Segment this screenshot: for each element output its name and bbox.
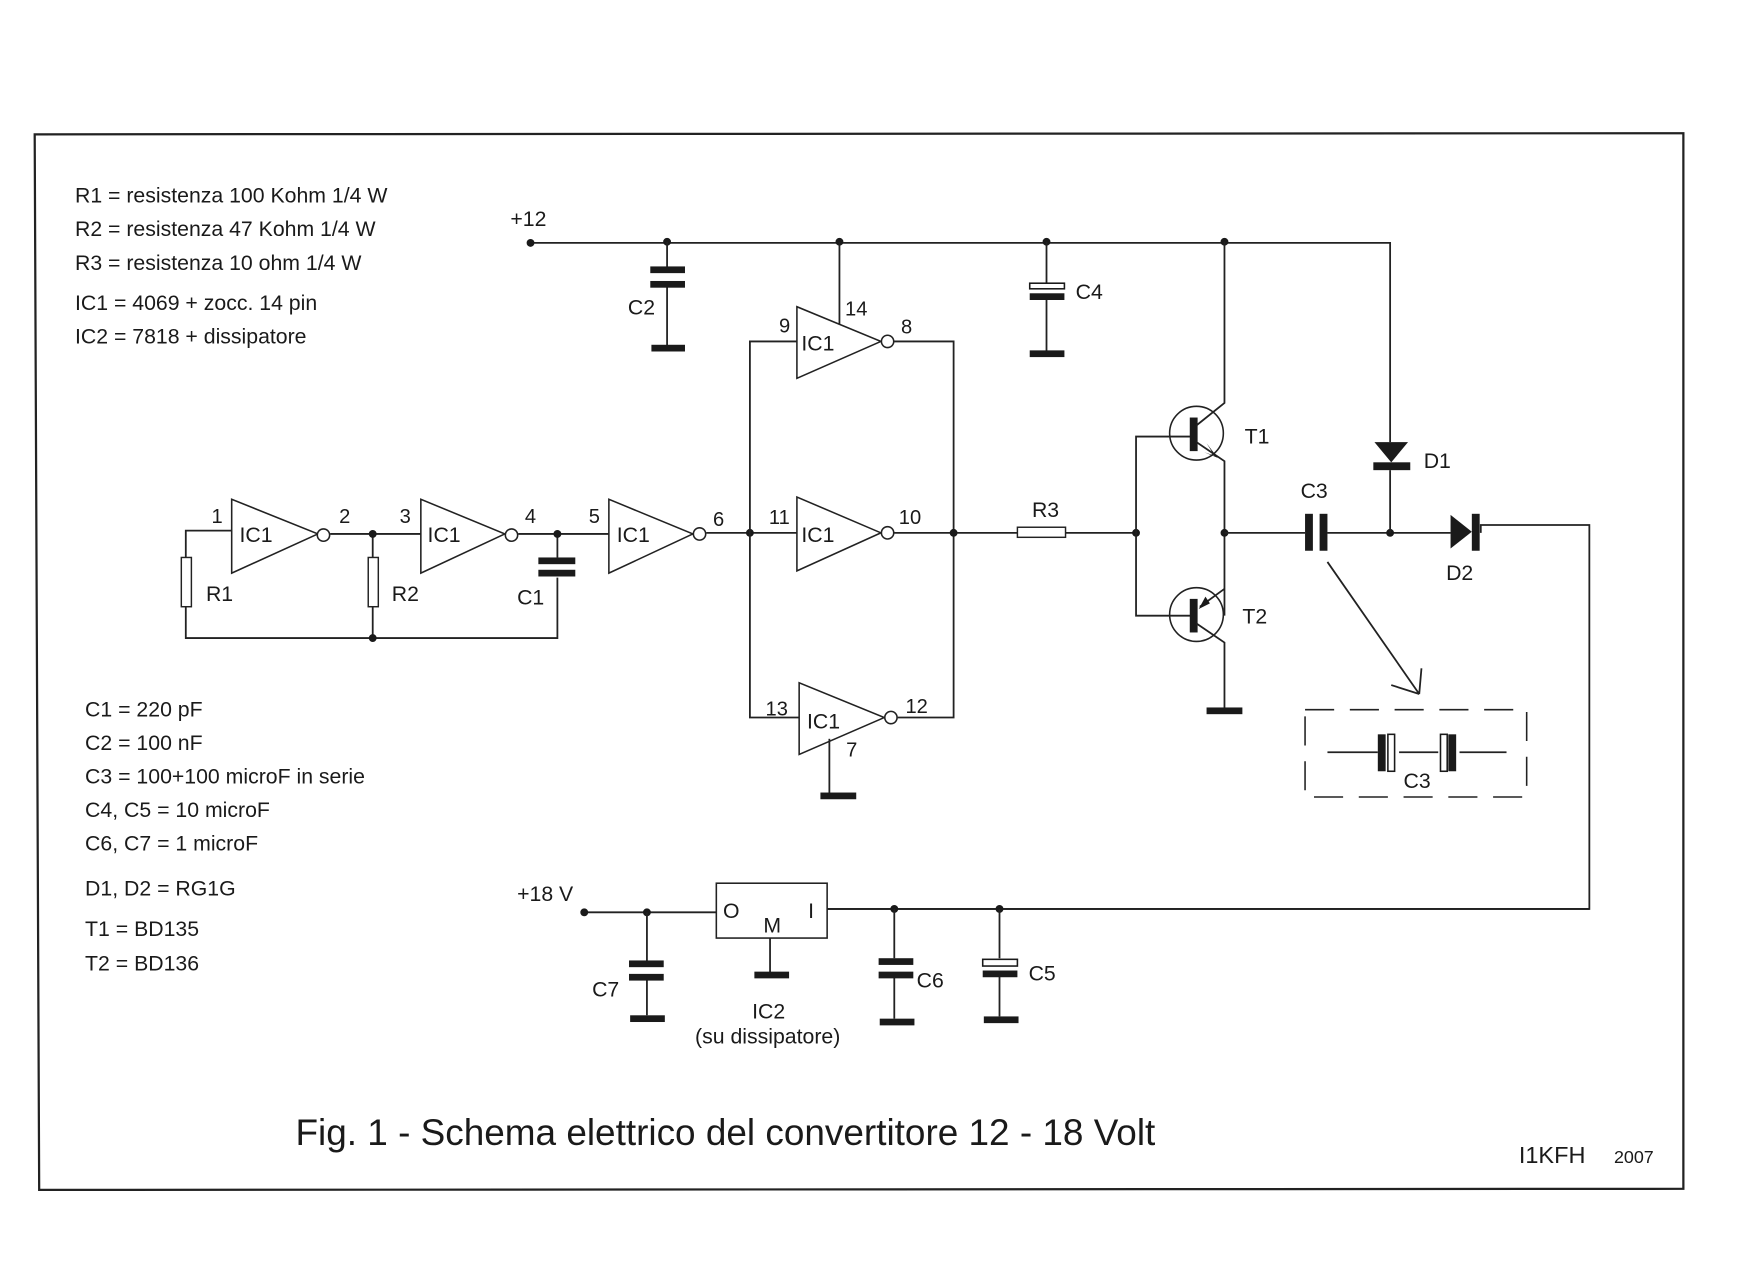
svg-text:C1: C1 xyxy=(517,585,544,609)
bom-list-bottom: C1 = 220 pF C2 = 100 nF C3 = 100+100 mic… xyxy=(85,697,365,975)
svg-text:8: 8 xyxy=(901,317,912,339)
capacitor-c5: C5 xyxy=(981,908,1056,1024)
svg-text:6: 6 xyxy=(713,509,724,531)
inverter-gate-1: IC1 1 2 xyxy=(212,498,350,575)
bom-item: R2 = resistenza 47 Kohm 1/4 W xyxy=(75,217,376,241)
bom-item: IC1 = 4069 + zocc. 14 pin xyxy=(75,291,317,315)
inverter-gate-3: IC1 5 6 xyxy=(589,498,724,575)
capacitor-c7: C7 xyxy=(592,912,665,1023)
svg-text:D2: D2 xyxy=(1446,561,1473,585)
svg-text:C3: C3 xyxy=(1404,769,1431,793)
svg-text:O: O xyxy=(723,899,740,923)
author-signature: I1KFH xyxy=(1519,1142,1586,1168)
svg-text:IC2: IC2 xyxy=(752,1000,785,1024)
bom-item: C6, C7 = 1 microF xyxy=(85,832,258,856)
svg-text:3: 3 xyxy=(400,506,411,528)
bom-item: IC2 = 7818 + dissipatore xyxy=(75,325,307,349)
oscillator-wiring xyxy=(184,528,797,642)
svg-text:M: M xyxy=(763,913,781,937)
svg-text:T1: T1 xyxy=(1245,424,1270,448)
transistor-t2: T2 xyxy=(1135,532,1267,715)
svg-text:IC1: IC1 xyxy=(801,331,834,355)
svg-text:IC1: IC1 xyxy=(617,523,650,547)
bom-item: C1 = 220 pF xyxy=(85,697,203,721)
resistor-r2: R2 xyxy=(367,556,419,608)
svg-text:IC1: IC1 xyxy=(801,523,834,547)
svg-text:R2: R2 xyxy=(392,582,419,606)
inverter-gate-5: IC1 11 10 xyxy=(769,495,921,573)
svg-text:13: 13 xyxy=(766,698,788,720)
regulator-ic2: O M I IC2 (su dissipatore) xyxy=(695,882,840,1048)
capacitor-c3: C3 xyxy=(1301,479,1328,551)
bom-item: C3 = 100+100 microF in serie xyxy=(85,765,365,789)
bom-item: D1, D2 = RG1G xyxy=(85,877,236,901)
svg-text:C7: C7 xyxy=(592,977,619,1001)
inverter-gate-6: IC1 13 12 7 xyxy=(766,681,928,800)
bom-item: R3 = resistenza 10 ohm 1/4 W xyxy=(75,251,361,275)
rail-plus-18: +18 V xyxy=(517,882,1590,917)
svg-text:(su dissipatore): (su dissipatore) xyxy=(695,1024,840,1048)
drawing-frame xyxy=(33,132,1685,1192)
svg-text:+18 V: +18 V xyxy=(517,882,574,906)
inverter-gate-2: IC1 3 4 xyxy=(400,498,536,575)
capacitor-c4: C4 xyxy=(1028,241,1103,358)
resistor-r3: R3 xyxy=(1016,498,1067,539)
svg-text:5: 5 xyxy=(589,506,600,528)
svg-text:T2: T2 xyxy=(1242,605,1267,629)
resistor-r1: R1 xyxy=(180,556,233,608)
bom-item: C2 = 100 nF xyxy=(85,731,203,755)
capacitor-c2: C2 xyxy=(628,241,685,352)
svg-text:R1: R1 xyxy=(206,582,233,606)
buffer-wiring xyxy=(749,340,1140,719)
svg-text:C2: C2 xyxy=(628,296,655,320)
diode-d2: D2 xyxy=(1446,513,1480,585)
bom-list-top: R1 = resistenza 100 Kohm 1/4 W R2 = resi… xyxy=(75,184,387,349)
svg-text:14: 14 xyxy=(845,299,867,321)
svg-text:10: 10 xyxy=(899,507,921,529)
figure-caption: Fig. 1 - Schema elettrico del convertito… xyxy=(295,1112,1155,1153)
svg-text:I: I xyxy=(808,899,814,923)
bom-item: R1 = resistenza 100 Kohm 1/4 W xyxy=(75,184,387,208)
capacitor-c6: C6 xyxy=(878,908,944,1026)
transistor-t1: T1 xyxy=(1135,241,1270,616)
svg-text:C3: C3 xyxy=(1301,479,1328,503)
svg-text:C5: C5 xyxy=(1029,962,1056,986)
diode-d1: D1 xyxy=(1373,442,1451,473)
svg-text:2: 2 xyxy=(339,506,350,528)
svg-text:1: 1 xyxy=(212,506,223,528)
bom-item: T1 = BD135 xyxy=(85,917,199,941)
rail-plus-12: +12 xyxy=(510,207,1392,443)
svg-text:7: 7 xyxy=(846,740,857,762)
rail-12-label: +12 xyxy=(510,207,546,231)
svg-text:D1: D1 xyxy=(1424,449,1451,473)
c3-detail-callout: C3 xyxy=(1304,561,1528,798)
svg-text:4: 4 xyxy=(525,506,536,528)
svg-text:IC1: IC1 xyxy=(240,523,273,547)
svg-text:C6: C6 xyxy=(917,968,944,992)
bom-item: T2 = BD136 xyxy=(85,952,199,976)
svg-text:C4: C4 xyxy=(1076,280,1103,304)
svg-text:11: 11 xyxy=(769,507,790,529)
capacitor-c1: C1 xyxy=(517,557,576,609)
svg-text:IC1: IC1 xyxy=(807,710,840,734)
year-label: 2007 xyxy=(1614,1147,1654,1167)
svg-text:IC1: IC1 xyxy=(428,523,461,547)
svg-text:12: 12 xyxy=(905,696,927,718)
bom-item: C4, C5 = 10 microF xyxy=(85,798,270,822)
svg-text:R3: R3 xyxy=(1032,498,1059,522)
svg-text:9: 9 xyxy=(779,315,790,337)
inverter-gate-4: IC1 9 8 14 xyxy=(779,241,912,380)
